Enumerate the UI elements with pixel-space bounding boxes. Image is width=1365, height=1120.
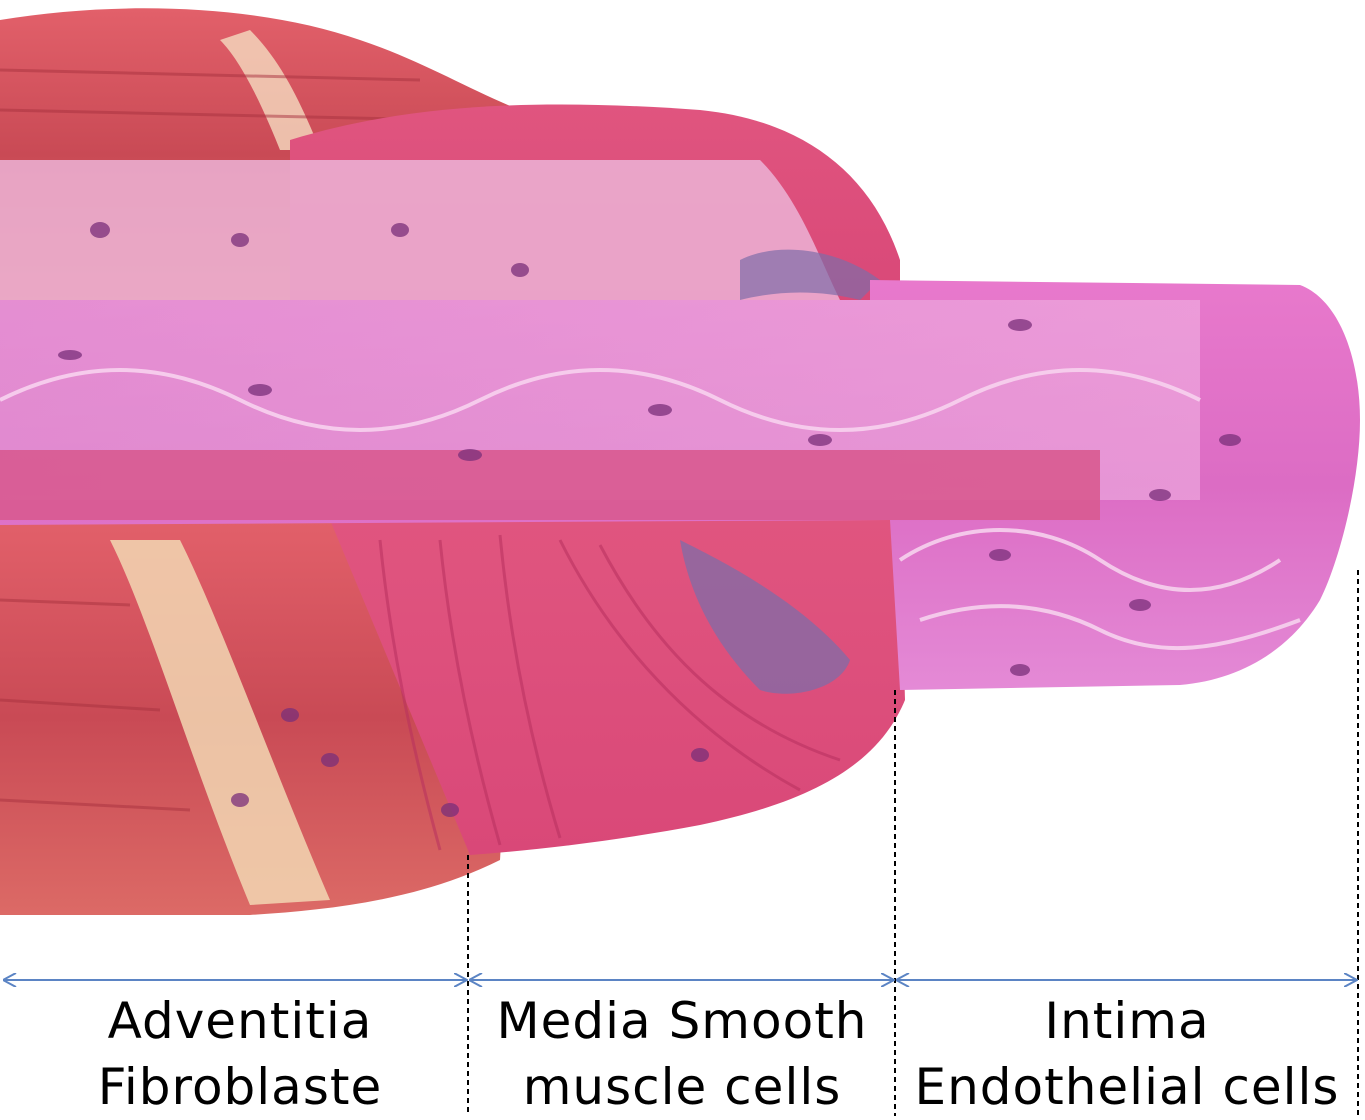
intima-label: Intima Endothelial cells	[898, 988, 1356, 1120]
intima-label-line2: Endothelial cells	[898, 1054, 1356, 1120]
media-label-line1: Media Smooth	[472, 988, 892, 1054]
adventitia-label-line1: Adventitia	[20, 988, 460, 1054]
media-label-line2: muscle cells	[472, 1054, 892, 1120]
media-label: Media Smooth muscle cells	[472, 988, 892, 1120]
adventitia-label-line2: Fibroblaste	[20, 1054, 460, 1120]
adventitia-label: Adventitia Fibroblaste	[20, 988, 460, 1120]
intima-label-line1: Intima	[898, 988, 1356, 1054]
